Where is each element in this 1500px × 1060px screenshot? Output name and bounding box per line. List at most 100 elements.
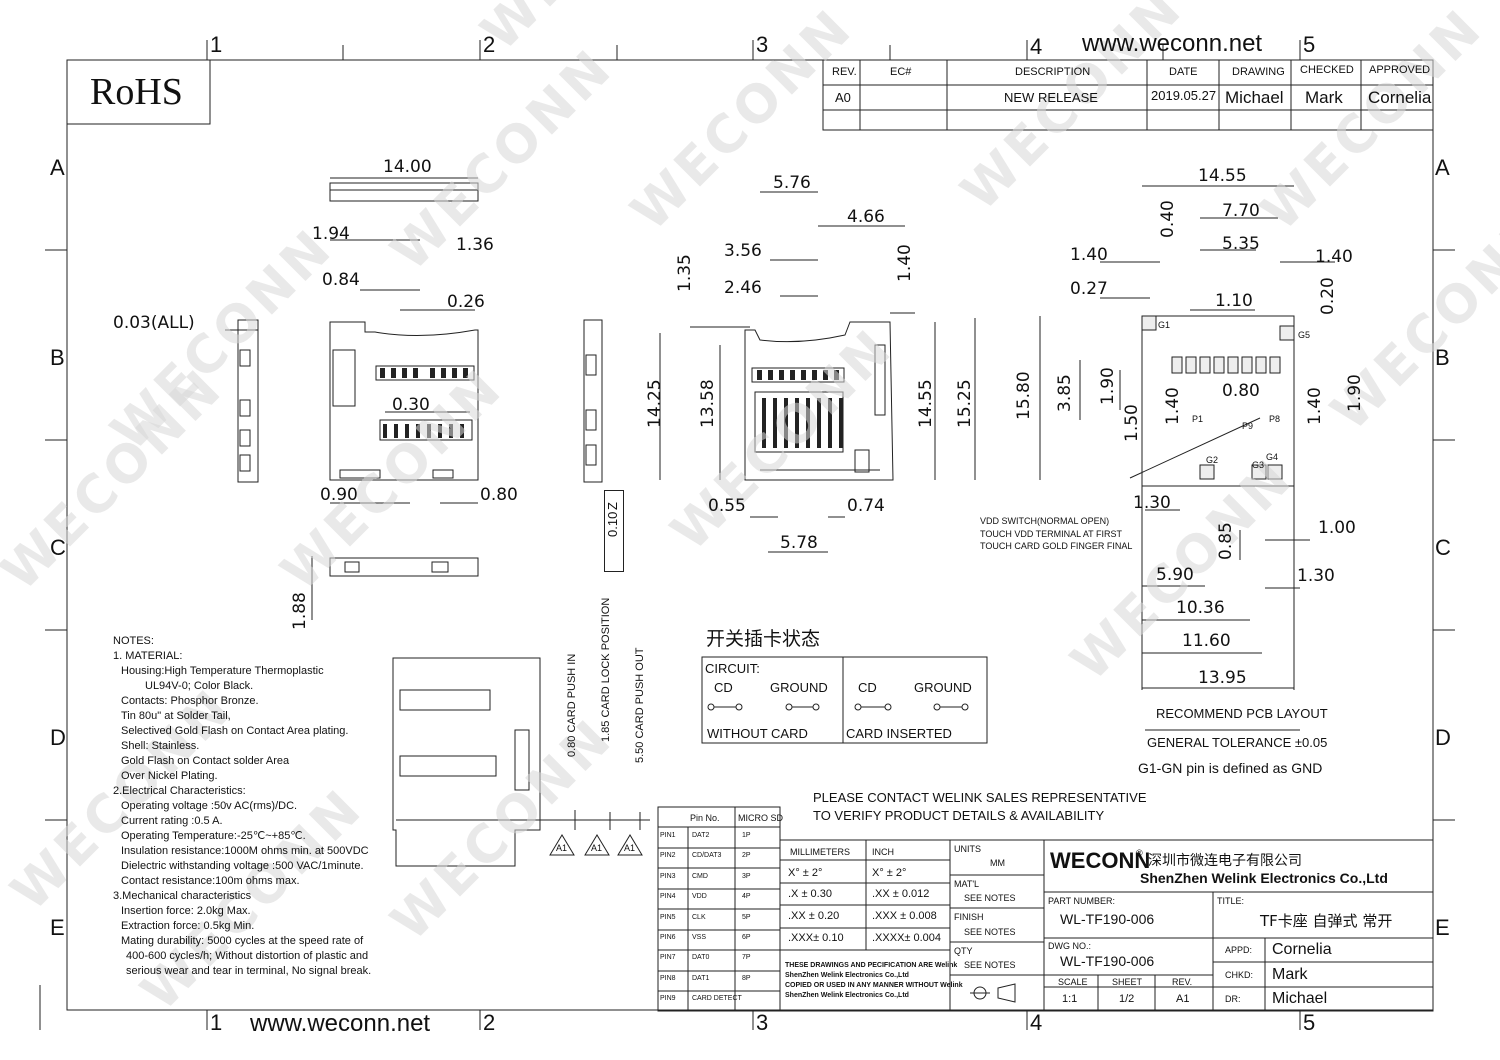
pad-p8-label: P8 — [1269, 414, 1281, 424]
tol-mm-x: .X ± 0.30 — [788, 888, 832, 900]
top-left-views — [225, 177, 479, 620]
dr-label: DR: — [1225, 994, 1241, 1004]
website-bottom: www.weconn.net — [250, 1010, 431, 1037]
sheet-label: SHEET — [1112, 977, 1143, 987]
drawing-title: TF卡座 自弹式 常开 — [1260, 912, 1393, 930]
pad-g2-label: G2 — [1206, 455, 1219, 465]
dim-mid-a: 5.76 — [773, 173, 811, 193]
without-card-label: WITHOUT CARD — [707, 726, 808, 741]
rev-value-date: 2019.05.27 — [1151, 88, 1217, 103]
zone-col-4: 4 — [1030, 34, 1043, 59]
pin-table-cell: PIN8 — [660, 974, 676, 982]
qty-label: QTY — [954, 946, 973, 956]
pcb-dim-h2: 3.85 — [1055, 374, 1075, 412]
card-push-in: 0.80 CARD PUSH IN — [566, 653, 578, 757]
part-number-label: PART NUMBER: — [1048, 896, 1116, 906]
rev-header-checked: CHECKED — [1300, 64, 1354, 76]
card-lock-position: 1.85 CARD LOCK POSITION — [600, 597, 612, 742]
pcb-dim-b1: 1.30 — [1133, 493, 1171, 513]
zone-row-c-right: C — [1435, 535, 1451, 560]
zone-row-b: B — [50, 345, 65, 370]
dwg-number: WL-TF190-006 — [1060, 953, 1155, 969]
title-block-grid — [779, 839, 1434, 1012]
pcb-layout-title: RECOMMEND PCB LAYOUT — [1156, 706, 1328, 721]
pin-table-cell: DAT0 — [692, 954, 710, 962]
dim-height: 1.88 — [290, 592, 310, 630]
units-label: UNITS — [954, 844, 981, 854]
pcb-dim-w6: 0.27 — [1070, 279, 1108, 299]
dim-flatness: 0.10 — [605, 511, 620, 537]
dim-mid-m: 5.78 — [780, 533, 818, 553]
pcb-dim-w1: 14.55 — [1198, 166, 1247, 186]
part-number: WL-TF190-006 — [1060, 911, 1155, 927]
pcb-dim-w3: 5.35 — [1222, 234, 1260, 254]
pcb-dim-w10: 0.80 — [1222, 381, 1260, 401]
zone-row-a-right: A — [1435, 155, 1450, 180]
rev-label: REV. — [1172, 977, 1193, 987]
website-top: www.weconn.net — [1082, 30, 1263, 57]
zone-row-d: D — [50, 725, 66, 750]
pcb-dim-h5: 1.40 — [1163, 387, 1183, 425]
pcb-dim-h7: 1.90 — [1345, 374, 1365, 412]
zone-col-5: 5 — [1303, 32, 1316, 57]
tol-inch-xxx: .XXX ± 0.008 — [872, 910, 937, 922]
pcb-dim-b4: 5.90 — [1156, 565, 1194, 585]
pcb-dim-h4: 1.50 — [1122, 404, 1142, 442]
appd-value: Cornelia — [1272, 941, 1332, 958]
ground-label-open: GROUND — [770, 680, 828, 695]
pcb-layout — [1039, 185, 1335, 731]
notes-line: Over Nickel Plating. — [121, 770, 218, 782]
contact-note-2: TO VERIFY PRODUCT DETAILS & AVAILABILITY — [813, 808, 1105, 823]
revision-flag-3: A1 — [624, 843, 636, 853]
qty-value: SEE NOTES — [964, 960, 1016, 970]
zone-col-2-bottom: 2 — [483, 1010, 496, 1035]
pin-table-cell: PIN5 — [660, 913, 676, 921]
dim-pitch-1: 1.94 — [312, 224, 350, 244]
pin-table-cell: DAT2 — [692, 832, 710, 839]
pcb-dim-b2: 1.00 — [1318, 518, 1356, 538]
notes-line: 400-600 cycles/h; Without distortion of … — [126, 950, 369, 962]
rev-value: A1 — [1176, 993, 1190, 1005]
drawing-frame — [66, 59, 1434, 1011]
pad-p9-label: P9 — [1242, 421, 1254, 431]
pin-table-cell: 1P — [742, 832, 751, 839]
datum-z: Z — [605, 502, 620, 510]
dwg-number-label: DWG NO.: — [1048, 941, 1091, 951]
dim-pitch-4: 0.26 — [447, 292, 485, 312]
notes-line: Tin 80u" at Solder Tail, — [121, 710, 231, 722]
pin-table-cell: PIN7 — [660, 954, 676, 962]
pin-table-cell: VSS — [692, 934, 707, 941]
pcb-dim-b3: 0.85 — [1216, 522, 1236, 560]
zone-row-d-right: D — [1435, 725, 1451, 750]
pcb-dim-b6: 10.36 — [1176, 598, 1225, 618]
middle-view-contacts — [757, 370, 843, 448]
pcb-dim-w5: 1.40 — [1315, 247, 1353, 267]
zone-col-3-bottom: 3 — [756, 1010, 769, 1035]
pcb-dim-w7: 1.10 — [1215, 291, 1253, 311]
pcb-dim-h3: 1.90 — [1098, 367, 1118, 405]
dim-foot-right: 0.80 — [480, 485, 518, 505]
vdd-note-2: TOUCH VDD TERMINAL AT FIRST — [980, 529, 1123, 539]
company-name-en: ShenZhen Welink Electronics Co.,Ltd — [1140, 870, 1388, 886]
chkd-label: CHKD: — [1225, 970, 1254, 980]
notes-line: Contact resistance:100m ohms max. — [121, 875, 300, 887]
zone-col-5-bottom: 5 — [1303, 1010, 1316, 1035]
dim-mid-i: 14.55 — [916, 379, 936, 428]
zone-row-e-right: E — [1435, 915, 1450, 940]
scale-label: SCALE — [1058, 977, 1088, 987]
pin-table-header-msd: MICRO SD — [738, 813, 783, 823]
pin-table-cell: PIN1 — [660, 832, 676, 839]
tol-header-inch: INCH — [872, 847, 894, 857]
pad-g4-label: G4 — [1266, 452, 1279, 462]
notes-line: Dielectric withstanding voltage :500 VAC… — [121, 860, 364, 872]
zone-col-2: 2 — [483, 32, 496, 57]
notes-line: Extraction force: 0.5kg Min. — [121, 920, 255, 932]
pcb-dim-w9: 0.20 — [1318, 277, 1338, 315]
rev-value-drawing: Michael — [1225, 88, 1284, 107]
dim-pitch-2: 1.36 — [456, 235, 494, 255]
pcb-dim-b5: 1.30 — [1297, 566, 1335, 586]
switch-state-box — [701, 656, 988, 744]
zone-row-c: C — [50, 535, 66, 560]
rev-value-checked: Mark — [1305, 88, 1343, 107]
